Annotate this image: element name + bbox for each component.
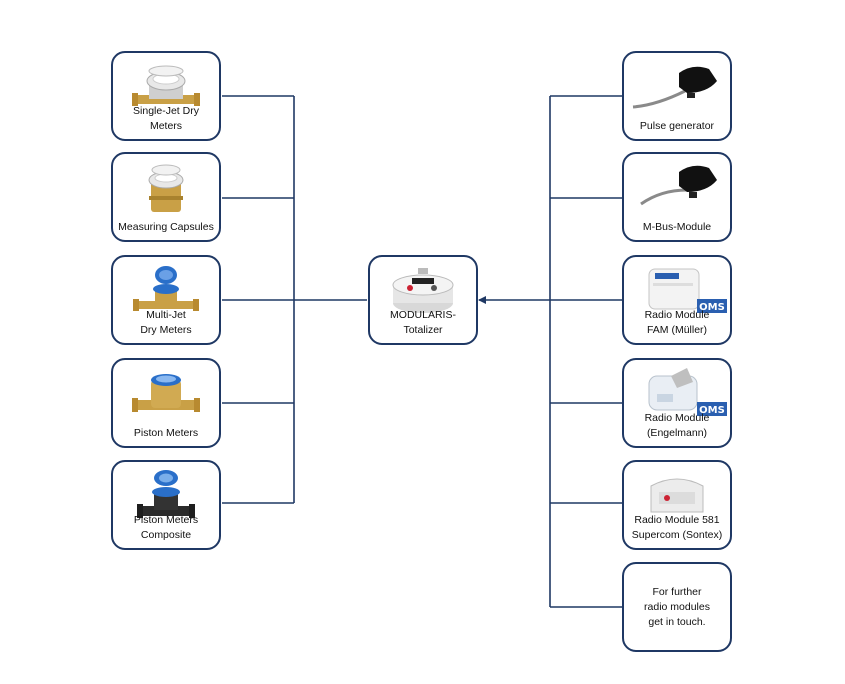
piston-meter-composite-icon bbox=[113, 468, 219, 522]
right-card-mbus-module[interactable]: M-Bus-Module bbox=[622, 152, 732, 242]
mbus-module-icon bbox=[624, 160, 730, 214]
oms-badge: OMS bbox=[699, 405, 725, 416]
left-card-piston-composite[interactable]: Piston Meters Composite bbox=[111, 460, 221, 550]
left-card-measuring-capsules[interactable]: Measuring Capsules bbox=[111, 152, 221, 242]
left-card-single-jet[interactable]: Single-Jet Dry Meters bbox=[111, 51, 221, 141]
right-card-contact[interactable]: For further radio modules get in touch. bbox=[622, 562, 732, 652]
radio-module-engelmann-icon: OMS bbox=[624, 366, 730, 420]
right-card-label: Radio Module FAM (Müller) bbox=[644, 309, 710, 336]
radio-module-fam-icon: OMS bbox=[624, 263, 730, 317]
totalizer-label: MODULARIS- Totalizer bbox=[390, 309, 456, 336]
modularis-totalizer-card[interactable]: MODULARIS- Totalizer bbox=[368, 255, 478, 345]
left-card-label: Single-Jet Dry Meters bbox=[133, 105, 199, 132]
right-card-label: M-Bus-Module bbox=[642, 221, 712, 233]
right-card-label: Radio Module (Engelmann) bbox=[644, 412, 710, 439]
measuring-capsule-icon bbox=[113, 160, 219, 214]
right-card-label: Pulse generator bbox=[639, 120, 715, 132]
piston-meter-icon bbox=[113, 366, 219, 420]
totalizer-icon bbox=[370, 263, 476, 317]
oms-badge: OMS bbox=[699, 302, 725, 313]
left-card-label: Multi-Jet Dry Meters bbox=[140, 309, 192, 336]
single-jet-meter-icon bbox=[113, 59, 219, 113]
multi-jet-meter-icon bbox=[113, 263, 219, 317]
left-card-label: Piston Meters Composite bbox=[133, 514, 199, 541]
right-card-radio-engelmann[interactable]: OMS Radio Module (Engelmann) bbox=[622, 358, 732, 448]
left-card-label: Measuring Capsules bbox=[118, 221, 214, 233]
left-card-multi-jet[interactable]: Multi-Jet Dry Meters bbox=[111, 255, 221, 345]
right-card-label: Radio Module 581 Supercom (Sontex) bbox=[631, 514, 723, 541]
right-card-pulse-generator[interactable]: Pulse generator bbox=[622, 51, 732, 141]
contact-text: For further radio modules get in touch. bbox=[644, 585, 710, 628]
right-card-radio-fam[interactable]: OMS Radio Module FAM (Müller) bbox=[622, 255, 732, 345]
left-card-piston-meters[interactable]: Piston Meters bbox=[111, 358, 221, 448]
right-card-radio-581[interactable]: Radio Module 581 Supercom (Sontex) bbox=[622, 460, 732, 550]
left-card-label: Piston Meters bbox=[133, 427, 199, 439]
pulse-generator-icon bbox=[624, 59, 730, 113]
radio-module-581-icon bbox=[624, 468, 730, 522]
